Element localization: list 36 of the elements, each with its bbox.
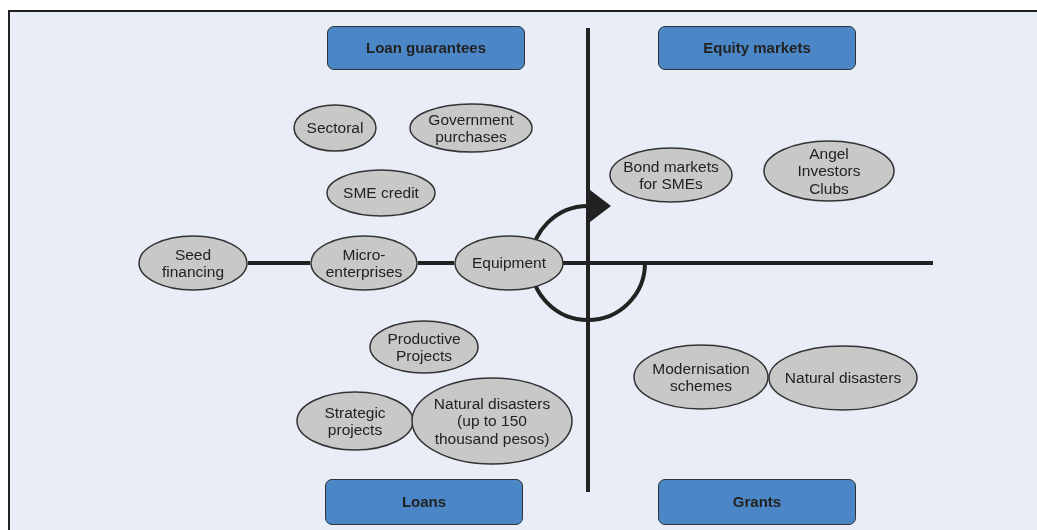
ellipse-node: [409, 103, 533, 153]
node-label: Natural disasters (up to 150 thousand pesos): [432, 395, 552, 447]
node-label: Productive Projects: [386, 329, 462, 365]
ellipse-node: [763, 140, 895, 202]
ellipse-node: [293, 104, 377, 152]
node-label: Micro- enterprises: [324, 245, 404, 281]
ellipse-node: [609, 147, 733, 203]
node-label: Loans: [401, 493, 447, 511]
category-box: [325, 479, 523, 525]
node-label: Loan guarantees: [366, 39, 486, 57]
node-label: Sectoral: [306, 119, 364, 137]
category-box: [658, 26, 856, 70]
node-label: Seed financing: [160, 245, 225, 281]
node-label: Angel Investors Clubs: [796, 145, 862, 197]
node-label: Equipment: [471, 254, 547, 272]
category-box: [658, 479, 856, 525]
ellipse-node: [633, 344, 769, 410]
node-label: Government purchases: [427, 110, 515, 146]
ellipse-node: [768, 345, 918, 411]
ellipse-node: [296, 391, 414, 451]
ellipse-node: [138, 235, 248, 291]
node-label: SME credit: [343, 184, 419, 202]
ellipse-node: [310, 235, 418, 291]
node-label: Natural disasters: [784, 369, 902, 387]
node-label: Equity markets: [703, 39, 811, 57]
node-label: Strategic projects: [323, 403, 387, 439]
connector-line: [248, 261, 310, 265]
node-label: Bond markets for SMEs: [623, 157, 719, 193]
ellipse-node: [454, 235, 564, 291]
ellipse-node: [326, 169, 436, 217]
node-label: Modernisation schemes: [651, 359, 751, 395]
ellipse-node: [411, 377, 573, 465]
ellipse-node: [369, 320, 479, 374]
connector-line: [418, 261, 454, 265]
category-box: [327, 26, 525, 70]
node-label: Grants: [732, 493, 782, 511]
